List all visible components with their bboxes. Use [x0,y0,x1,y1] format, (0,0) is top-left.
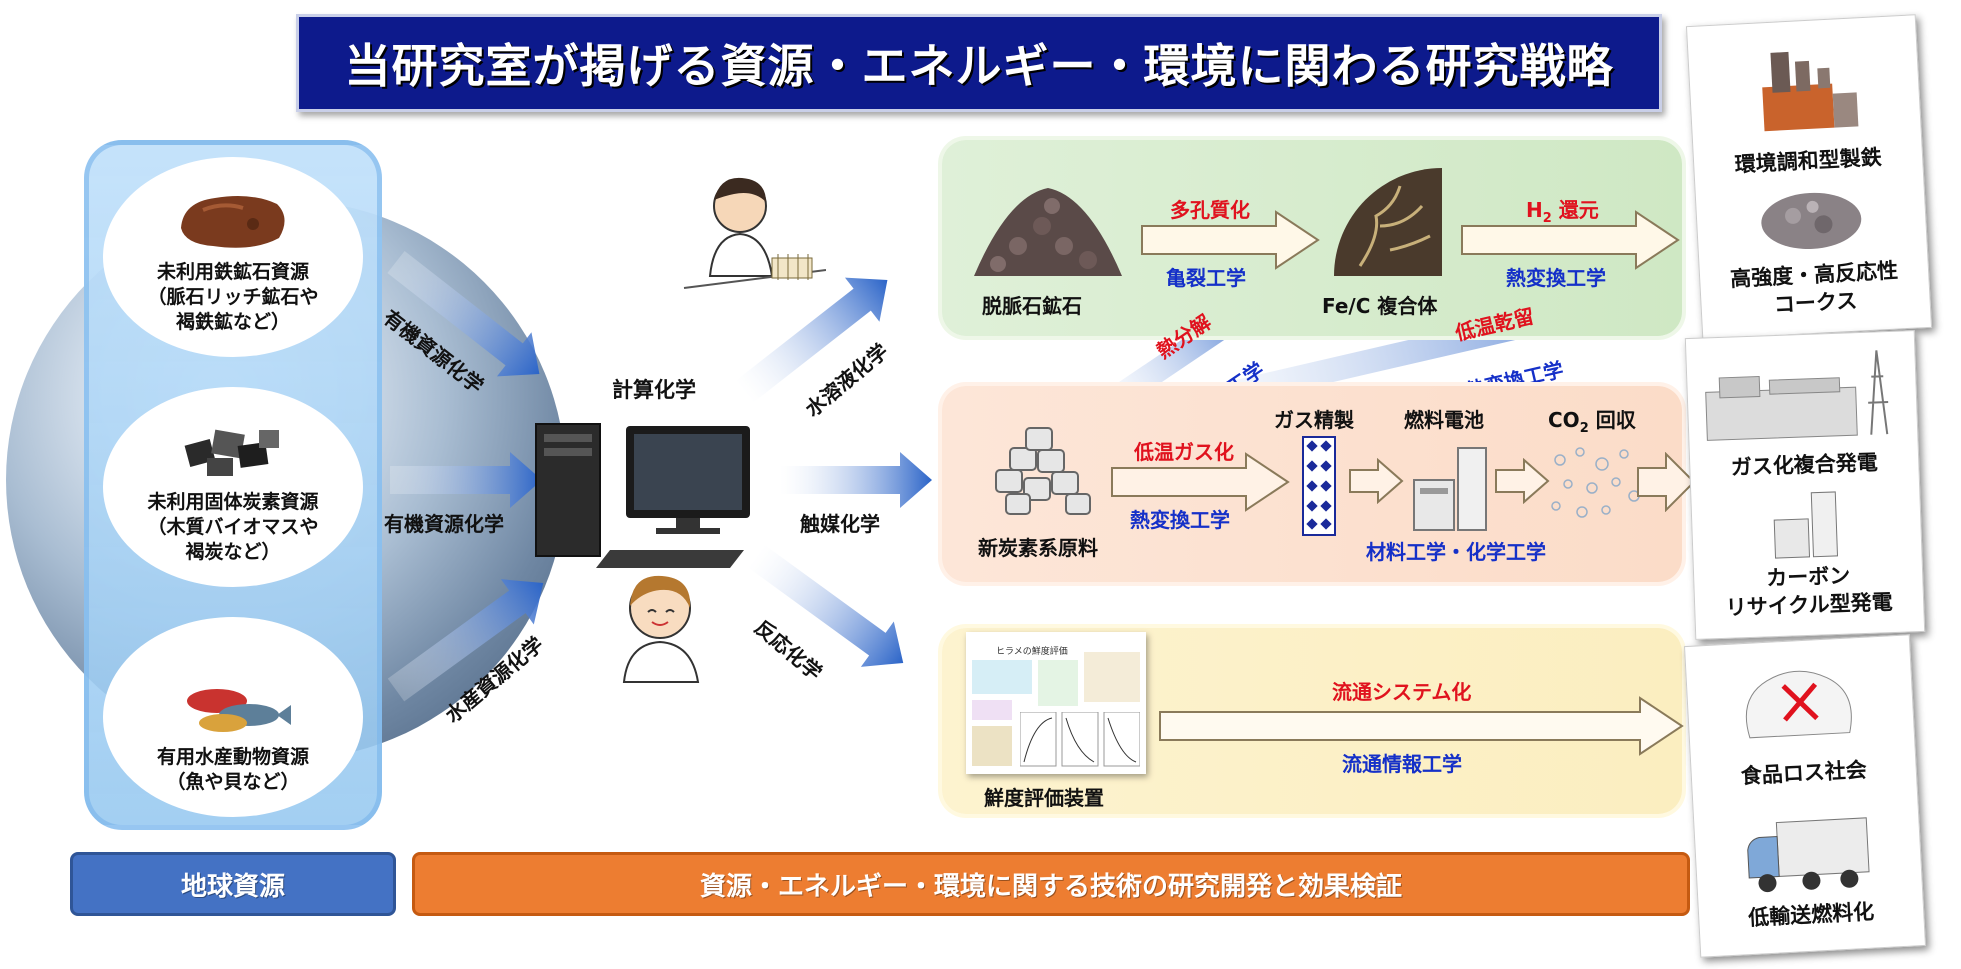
hollow-arrow-green-1 [1141,210,1320,270]
scientist-experiment-icon [683,177,826,289]
resource-column: 未利用鉄鉱石資源 （脈石リッチ鉱石や 褐鉄鉱など） 未利用固体炭素資源 （木質バ… [84,140,382,830]
fe-c-composite-icon [1334,168,1442,276]
green-start-label: 脱脈石鉱石 [982,294,1082,318]
scientist-icon [622,575,700,683]
footer-left-label: 地球資源 [180,871,285,902]
food-waste-icon [1745,670,1852,739]
resource-iron-ore: 未利用鉄鉱石資源 （脈石リッチ鉱石や 褐鉄鉱など） [103,157,363,357]
green-step2-bottom: 熱変換工学 [1506,266,1606,290]
output-card-food: 食品ロス社会 低輸送燃料化 [1683,634,1927,958]
page-title: 当研究室が掲げる資源・エネルギー・環境に関わる研究戦略 [344,39,1614,93]
freshness-device-screen: ヒラメの鮮度評価 [966,632,1146,774]
orange-co2-label: CO2 回収 [1548,408,1636,436]
green-step1-top: 多孔質化 [1170,198,1250,222]
iron-ore-icon [181,196,285,248]
ore-pile-icon [974,188,1122,276]
orange-step-bottom: 熱変換工学 [1130,508,1230,532]
hollow-arrow-orange-1 [1111,452,1290,512]
truck-icon [1747,817,1870,893]
screen-panel [972,700,1012,720]
footer-right-label: 資源・エネルギー・環境に関する技術の研究開発と効果検証 [699,871,1402,902]
output-arrow-1 [735,277,888,404]
card-bottom-label: カーボン リサイクル型発電 [1725,563,1894,620]
input-arrow-1 [387,250,540,377]
co2-bubbles-icon [1551,447,1640,518]
yellow-start-label: 鮮度評価装置 [984,786,1104,810]
yellow-top-label: 流通システム化 [1332,680,1472,704]
power-plant-icon [1705,350,1889,441]
screen-graphs [1020,712,1140,767]
hollow-arrow-green-2 [1461,210,1680,270]
carbon-resource-icon [184,429,279,476]
flow-label-catalyst: 触媒化学 [800,512,880,536]
orange-gas-label: ガス精製 [1274,408,1354,432]
resource-label: 未利用固体炭素資源 （木質バイオマスや 褐炭など） [147,491,319,563]
output-card-power: ガス化複合発電 カーボン リサイクル型発電 [1684,330,1926,640]
input-arrow-3 [387,579,544,702]
computer-icon [535,423,750,568]
card-top-label: 食品ロス社会 [1740,757,1868,789]
input-arrow-2 [390,452,542,508]
resource-label: 未利用鉄鉱石資源 （脈石リッチ鉱石や 褐鉄鉱など） [147,261,319,333]
center-label: 計算化学 [612,378,696,402]
yellow-bottom-label: 流通情報工学 [1342,752,1462,776]
hollow-arrow-orange-3 [1495,458,1550,504]
resource-carbon: 未利用固体炭素資源 （木質バイオマスや 褐炭など） [103,387,363,587]
screen-title: ヒラメの鮮度評価 [996,647,1068,657]
fish-icon [187,689,291,732]
resource-label: 有用水産動物資源 （魚や貝など） [156,746,309,793]
screen-panel [1084,652,1140,702]
card-bottom-label: 低輸送燃料化 [1747,899,1875,931]
card-bottom-label: 高強度・高反応性 コークス [1729,258,1899,317]
footer-research-development: 資源・エネルギー・環境に関する技術の研究開発と効果検証 [412,852,1690,916]
steel-plant-icon [1762,51,1859,132]
flow-label-organic-2: 有機資源化学 [384,512,504,536]
title-banner: 当研究室が掲げる資源・エネルギー・環境に関わる研究戦略 [296,14,1662,112]
green-step1-bottom: 亀裂工学 [1166,266,1246,290]
carbon-pellets-icon [995,427,1091,515]
output-arrow-2 [780,452,932,508]
coke-icon [1761,192,1862,250]
screen-panel [972,660,1032,694]
fuel-cell-icon [1413,447,1487,531]
hollow-arrow-orange-2 [1349,458,1404,504]
green-mid-label: Fe/C 複合体 [1322,294,1438,318]
resource-fish: 有用水産動物資源 （魚や貝など） [103,617,363,817]
gas-purifier-icon [1302,436,1336,536]
screen-panel [1038,660,1078,706]
card-top-label: ガス化複合発電 [1730,450,1879,480]
output-card-steel: 環境調和型製鉄 高強度・高反応性 コークス [1685,14,1933,340]
footer-earth-resources: 地球資源 [70,852,396,916]
orange-start-label: 新炭素系原料 [978,536,1098,560]
recycle-generator-icon [1773,491,1839,559]
hollow-arrow-orange-4 [1637,452,1696,512]
hollow-arrow-yellow [1159,696,1684,756]
card-top-label: 環境調和型製鉄 [1734,145,1883,177]
orange-bottom-label: 材料工学・化学工学 [1366,540,1546,564]
orange-fuel-label: 燃料電池 [1404,408,1484,432]
output-arrow-3 [747,544,904,667]
orange-step-top: 低温ガス化 [1134,440,1234,464]
green-step2-top: H2 還元 [1526,198,1599,226]
screen-panel [972,726,1012,766]
